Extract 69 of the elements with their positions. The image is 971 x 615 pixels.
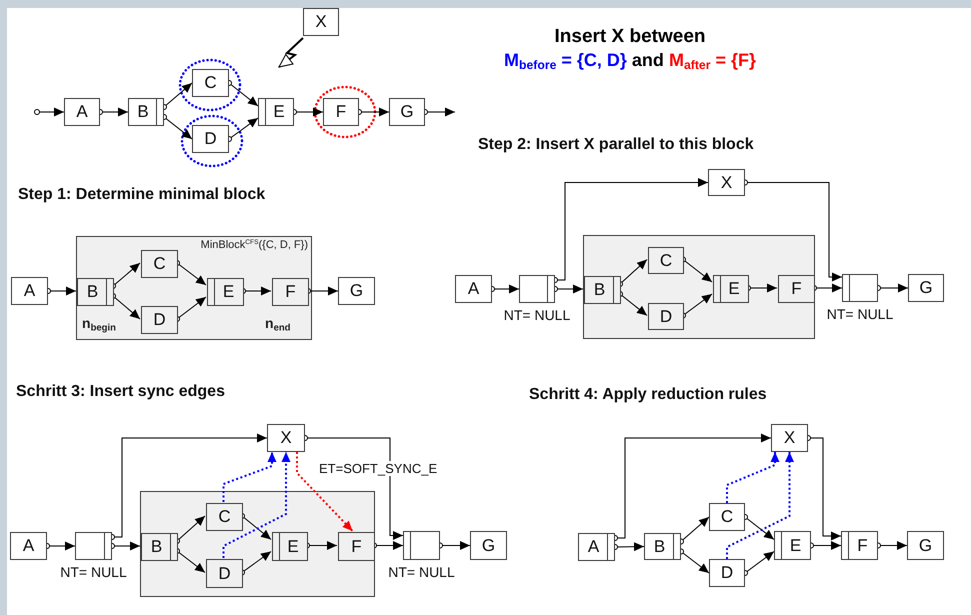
set-label: M$_{after}$ = {F} <box>668 50 756 72</box>
activity-box: X <box>303 8 339 36</box>
activity-box: G <box>907 531 944 560</box>
join-activity-box: E <box>272 532 308 561</box>
step-heading: Schritt 3: Insert sync edges <box>16 383 225 401</box>
join-activity-box: E <box>258 98 294 126</box>
activity-box: C <box>206 503 243 531</box>
split-activity-box <box>75 532 112 560</box>
activity-box: D <box>192 125 229 153</box>
block-region <box>140 491 375 597</box>
activity-box: A <box>455 275 492 303</box>
activity-box: F <box>323 98 359 126</box>
activity-box: A <box>10 532 47 560</box>
activity-box: G <box>470 531 507 560</box>
dotted-sync-arrow <box>222 452 276 502</box>
dotted-sync-arrow <box>222 452 290 558</box>
diagram-title: Insert X between <box>554 26 706 48</box>
activity-box: A <box>64 98 100 126</box>
activity-box: C <box>709 503 745 531</box>
activity-box: D <box>709 559 745 587</box>
activity-box: F <box>272 278 309 306</box>
activity-box: X <box>708 169 745 196</box>
activity-box: G <box>908 274 944 302</box>
join-activity-box: E <box>207 278 244 306</box>
arrow <box>34 108 64 116</box>
activity-box: C <box>141 250 178 278</box>
edge-label: ET=SOFT_SYNC_E <box>318 461 438 476</box>
split-activity-box: B <box>141 533 178 561</box>
activity-box: X <box>267 424 305 452</box>
split-activity-box <box>519 275 555 303</box>
split-activity-box: B <box>584 276 621 304</box>
dotted-sync-arrow <box>296 452 354 532</box>
split-activity-box: B <box>644 533 681 560</box>
step-heading: Step 2: Insert X parallel to this block <box>478 136 754 154</box>
join-activity-box: E <box>774 531 811 560</box>
activity-box: C <box>648 247 684 274</box>
activity-box: D <box>206 559 243 588</box>
split-activity-box: B <box>77 278 114 306</box>
activity-box: G <box>338 277 375 305</box>
node-role-label: n$_{end}$ <box>265 315 290 334</box>
activity-box: A <box>11 277 48 305</box>
join-activity-box <box>842 274 878 302</box>
node-caption: NT= NULL <box>826 306 894 322</box>
dotted-sync-arrow <box>726 452 780 503</box>
join-activity-box: E <box>713 275 749 303</box>
activity-box: D <box>648 303 684 330</box>
activity-box: G <box>389 98 425 126</box>
set-label: and <box>632 50 664 72</box>
activity-box: F <box>338 532 375 561</box>
split-activity-box: B <box>128 98 164 126</box>
step-heading: Schritt 4: Apply reduction rules <box>529 386 767 404</box>
node-caption: NT= NULL <box>388 564 455 580</box>
join-activity-box <box>403 531 440 560</box>
activity-box: F <box>778 275 815 303</box>
block-region <box>76 236 312 340</box>
activity-box: C <box>192 69 229 97</box>
set-label: M$_{before}$ = {C, D} <box>504 50 627 72</box>
split-activity-box: A <box>578 533 615 561</box>
step-heading: Step 1: Determine minimal block <box>18 186 266 204</box>
node-role-label: n$_{begin}$ <box>82 315 116 334</box>
zigzag-arrow <box>278 37 304 68</box>
node-caption: NT= NULL <box>60 564 127 580</box>
join-activity-box: F <box>841 531 878 560</box>
activity-box: X <box>771 424 808 452</box>
block-label: MinBlock$^{CFS}$({C, D, F}) <box>200 239 308 251</box>
dotted-sync-arrow <box>726 452 794 559</box>
node-caption: NT= NULL <box>504 307 570 323</box>
block-region <box>583 235 815 339</box>
activity-box: D <box>141 306 178 334</box>
